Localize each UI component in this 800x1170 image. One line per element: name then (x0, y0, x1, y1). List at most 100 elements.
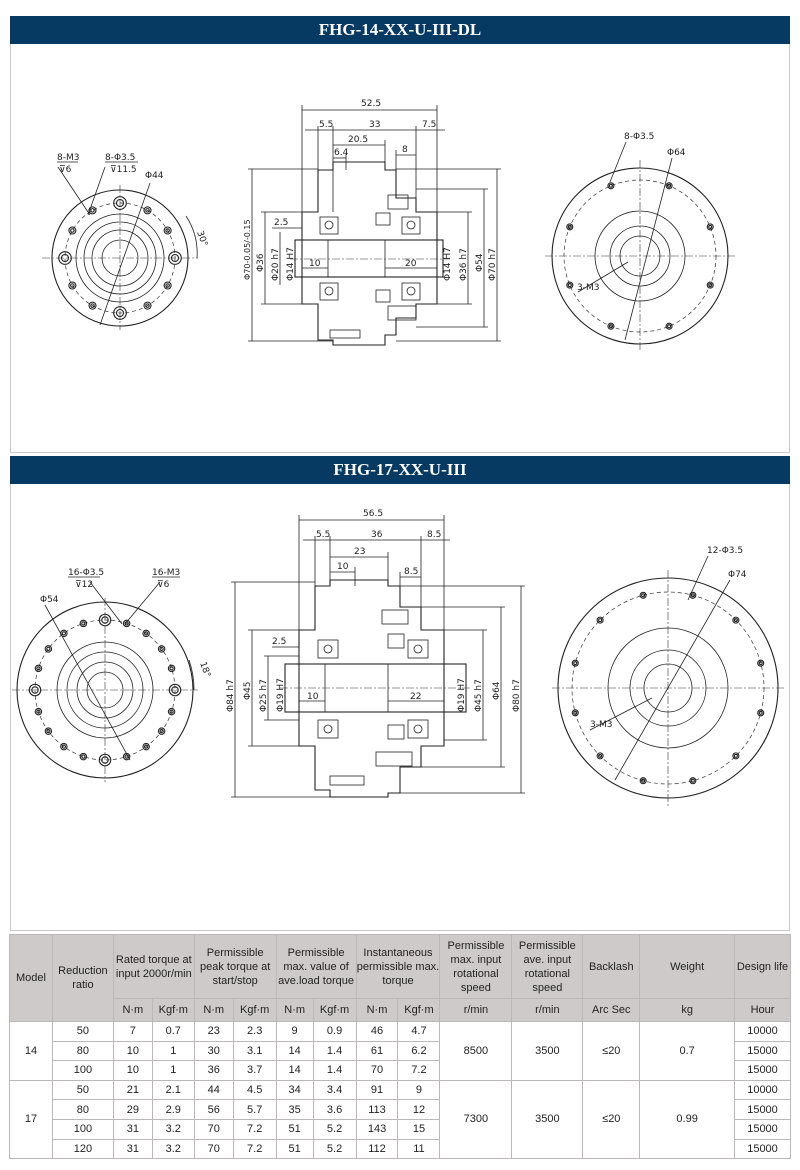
value-cell: 9 (397, 1079, 441, 1101)
bolt-hole (68, 281, 77, 290)
value-cell: 91 (355, 1079, 399, 1101)
bolt-hole (81, 621, 86, 626)
svg-text:8: 8 (402, 145, 408, 155)
svg-text:⊽6: ⊽6 (59, 165, 72, 175)
value-cell: 1.4 (312, 1040, 357, 1062)
svg-text:Φ70 h7: Φ70 h7 (488, 248, 498, 281)
svg-text:Φ36 h7: Φ36 h7 (459, 248, 469, 281)
value-cell: 70 (193, 1118, 234, 1140)
value-cell: 46 (355, 1021, 399, 1042)
bolt-hole (142, 629, 150, 638)
bolt-hole (168, 251, 182, 265)
bolt-hole (167, 664, 176, 673)
header-ave-input-speed: Permissible ave. input rotational speed (511, 934, 584, 999)
bolt-hole (708, 283, 713, 288)
svg-text:⊽12: ⊽12 (75, 580, 93, 590)
unit-header: Kgf·m (232, 998, 277, 1022)
value-cell: 31 (112, 1118, 153, 1140)
bolt-hole (143, 301, 152, 310)
bolt-hole (34, 707, 43, 716)
bolt-hole (159, 728, 164, 734)
front-view-17: 16-Φ3.5 ⊽12 16-M3 ⊽6 Φ54 18° (12, 568, 212, 782)
value-cell: 7.2 (232, 1118, 277, 1140)
svg-text:12-Φ3.5: 12-Φ3.5 (707, 546, 743, 556)
bolt-hole (159, 646, 164, 652)
bolt-hole (639, 591, 647, 599)
backlash-cell: ≤20 (582, 1079, 641, 1160)
unit-header: N·m (112, 998, 153, 1022)
value-cell: 100 (51, 1060, 114, 1081)
value-cell: 3.6 (312, 1099, 357, 1120)
value-cell: 1 (151, 1060, 195, 1081)
value-cell: 31 (112, 1138, 153, 1160)
value-cell: 3.2 (151, 1138, 195, 1160)
bolt-hole (758, 710, 763, 715)
rear-view-17: 12-Φ3.5 Φ74 3-M3 (552, 546, 784, 806)
unit-header: N·m (355, 998, 399, 1022)
svg-text:8-Φ3.5: 8-Φ3.5 (624, 132, 654, 142)
bolt-hole (758, 661, 763, 666)
bolt-hole (36, 709, 41, 714)
unit-header: N·m (193, 998, 234, 1022)
value-cell: 113 (355, 1099, 399, 1120)
value-cell: 2.3 (232, 1021, 277, 1042)
bolt-hole (573, 710, 578, 715)
header-backlash: Backlash (582, 934, 641, 999)
svg-text:7.5: 7.5 (422, 120, 436, 130)
design-life-cell: 15000 (734, 1138, 791, 1160)
max-speed-cell: 8500 (439, 1021, 513, 1081)
ave-speed-cell: 3500 (511, 1021, 584, 1081)
svg-text:56.5: 56.5 (363, 509, 383, 519)
unit-header: Hour (734, 998, 791, 1022)
weight-cell: 0.99 (639, 1079, 735, 1160)
bolt-hole (165, 283, 170, 288)
bolt-hole (60, 253, 70, 263)
bolt-hole (101, 616, 109, 624)
svg-text:Φ45 h7: Φ45 h7 (474, 679, 484, 712)
svg-text:Φ20 h7: Φ20 h7 (271, 248, 281, 281)
value-cell: 23 (193, 1021, 234, 1042)
value-cell: 100 (51, 1118, 114, 1140)
value-cell: 7.2 (397, 1060, 441, 1081)
value-cell: 15 (397, 1118, 441, 1140)
value-cell: 5.2 (312, 1118, 357, 1140)
bolt-hole (169, 709, 174, 714)
svg-text:Φ45: Φ45 (243, 681, 253, 700)
svg-text:8-M3: 8-M3 (57, 153, 79, 163)
unit-header: kg (639, 998, 735, 1022)
header-max-input-speed: Permissible max. input rotational speed (439, 934, 513, 999)
value-cell: 9 (275, 1021, 314, 1042)
bolt-hole (567, 224, 572, 229)
bolt-hole (70, 228, 75, 233)
bolt-hole (145, 303, 150, 308)
design-life-cell: 15000 (734, 1099, 791, 1120)
unit-header: Kgf·m (151, 998, 195, 1022)
weight-cell: 0.7 (639, 1021, 735, 1081)
model-cell: 17 (9, 1079, 53, 1160)
section-title-fhg-17: FHG-17-XX-U-III (10, 456, 790, 484)
bolt-hole (143, 206, 152, 215)
section-view-17: 56.5 5.5 36 8.5 23 10 8.5 2.5 10 22 Φ84 … (226, 509, 525, 798)
bolt-hole (28, 683, 42, 697)
svg-text:5.5: 5.5 (316, 530, 330, 540)
value-cell: 112 (355, 1138, 399, 1160)
bolt-hole (157, 645, 166, 653)
value-cell: 6.2 (397, 1040, 441, 1062)
svg-text:Φ14 H7: Φ14 H7 (443, 247, 453, 281)
value-cell: 2.1 (151, 1079, 195, 1101)
bolt-hole (70, 283, 75, 288)
bolt-hole (608, 324, 613, 329)
bolt-hole (113, 306, 127, 320)
bolt-hole (169, 666, 174, 671)
bolt-hole (90, 208, 95, 213)
value-cell: 5.7 (232, 1099, 277, 1120)
unit-header: r/min (511, 998, 584, 1022)
value-cell: 34 (275, 1079, 314, 1101)
bolt-hole (143, 631, 149, 636)
bolt-hole (101, 756, 109, 764)
value-cell: 1.4 (312, 1060, 357, 1081)
value-cell: 3.4 (312, 1079, 357, 1101)
